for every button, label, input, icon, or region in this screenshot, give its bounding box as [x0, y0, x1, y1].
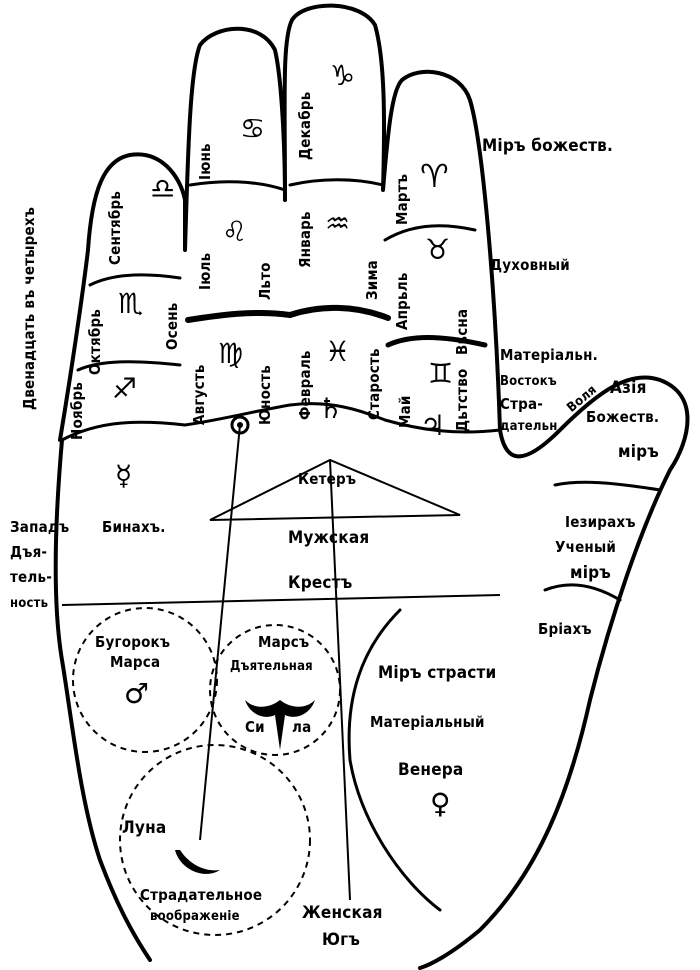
age-yunost: Юность: [256, 365, 274, 425]
saturn-symbol: ♄: [318, 392, 344, 425]
wrist-left: [53, 438, 152, 962]
deyatelnaya-label: Дъятельная: [230, 659, 313, 674]
finger-base-line: [60, 402, 502, 442]
luna-label: Луна: [122, 818, 167, 838]
yug-label: Югъ: [322, 930, 361, 950]
libra-symbol: ♎: [150, 172, 176, 205]
mir2-label: мiръ: [618, 442, 659, 462]
month-avgust: Августь: [190, 364, 208, 425]
voobrazhenie-label: воображенiе: [150, 909, 240, 924]
muzhskaya-label: Мужская: [288, 528, 370, 548]
month-aprel: Апрьль: [393, 272, 411, 330]
jupiter-symbol: ♃: [420, 409, 446, 442]
age-detstvo: Дьтство: [453, 368, 471, 432]
month-dekabr: Декабрь: [296, 91, 314, 160]
age-starost: Старость: [365, 348, 383, 420]
ketep-label: Кетеръ: [298, 470, 357, 488]
month-iyun: Iюнь: [196, 143, 214, 180]
month-noyabr: Ноябрь: [68, 381, 86, 440]
aries-symbol: ♈: [420, 157, 449, 195]
month-sentyabr: Сентябрь: [106, 190, 124, 265]
season-zima: Зима: [363, 260, 381, 300]
zapad-line-4: ность: [10, 596, 49, 611]
sagittarius-symbol: ♐: [112, 372, 138, 405]
marsa-label: Марса: [110, 653, 161, 671]
bugorok-label: Бугорокъ: [95, 633, 171, 651]
cancer-symbol: ♋: [240, 112, 266, 145]
aziya-label: Азiя: [610, 378, 647, 398]
mars-symbol: ♂: [124, 677, 150, 710]
month-may: Май: [396, 395, 414, 428]
zhenskaya-label: Женская: [302, 903, 383, 923]
la-label: ла: [292, 718, 312, 736]
dukhovny-label: Духовный: [490, 256, 570, 274]
taurus-symbol: ♉: [425, 233, 451, 266]
season-vesna: Вьсна: [453, 308, 471, 355]
datelny-label: дательн: [500, 419, 558, 434]
hand-outline: [58, 3, 690, 970]
vostok-label: Востокъ: [500, 374, 557, 389]
season-leto: Льто: [256, 262, 274, 300]
month-iyul: Iюль: [196, 252, 214, 290]
strada-label: Стра-: [500, 395, 544, 413]
briakh-label: Брiахъ: [538, 620, 592, 638]
zapad-line-3: тель-: [10, 568, 53, 586]
mir-bozhestv-label: Мiръ божеств.: [482, 136, 614, 156]
gemini-symbol: ♊: [428, 357, 454, 390]
venera-label: Венера: [398, 760, 464, 780]
month-mart: Мартъ: [393, 173, 411, 225]
zapad-line-1: Западъ: [10, 518, 70, 536]
krest-label: Крестъ: [288, 573, 353, 593]
bozhestv2-label: Божеств.: [586, 408, 660, 426]
capricorn-symbol: ♑: [330, 59, 356, 92]
ucheny-label: Ученый: [555, 538, 617, 556]
venus-symbol: ♀: [430, 787, 451, 820]
materialny-label: Матерiальный: [370, 713, 485, 731]
mir-strasti-label: Мiръ страсти: [378, 663, 497, 683]
materialn-label: Матерiальн.: [500, 346, 598, 364]
month-fevral: Февраль: [296, 350, 314, 420]
binakh-label: Бинахъ.: [102, 518, 166, 536]
iezirakh-label: Iезирахъ: [565, 513, 636, 531]
si-label: Си: [245, 718, 265, 736]
scorpio-symbol: ♏: [118, 287, 144, 320]
season-osen: Осень: [163, 302, 181, 350]
mars-label: Марсъ: [258, 633, 310, 651]
dvenadtsat-label: Двенадцать въ четырехъ: [20, 206, 38, 410]
virgo-symbol: ♍: [218, 337, 244, 370]
mir3-label: мiръ: [570, 563, 611, 583]
month-yanvar: Январь: [296, 211, 314, 268]
leo-symbol: ♌: [222, 215, 248, 248]
mercury-symbol: ☿: [115, 459, 133, 492]
zapad-line-2: Дъя-: [10, 543, 48, 561]
month-oktyabr: Октябрь: [86, 308, 104, 375]
stradatelnoe-label: Страдательное: [140, 886, 263, 904]
aquarius-symbol: ♒: [325, 207, 351, 240]
pisces-symbol: ♓: [325, 335, 351, 368]
